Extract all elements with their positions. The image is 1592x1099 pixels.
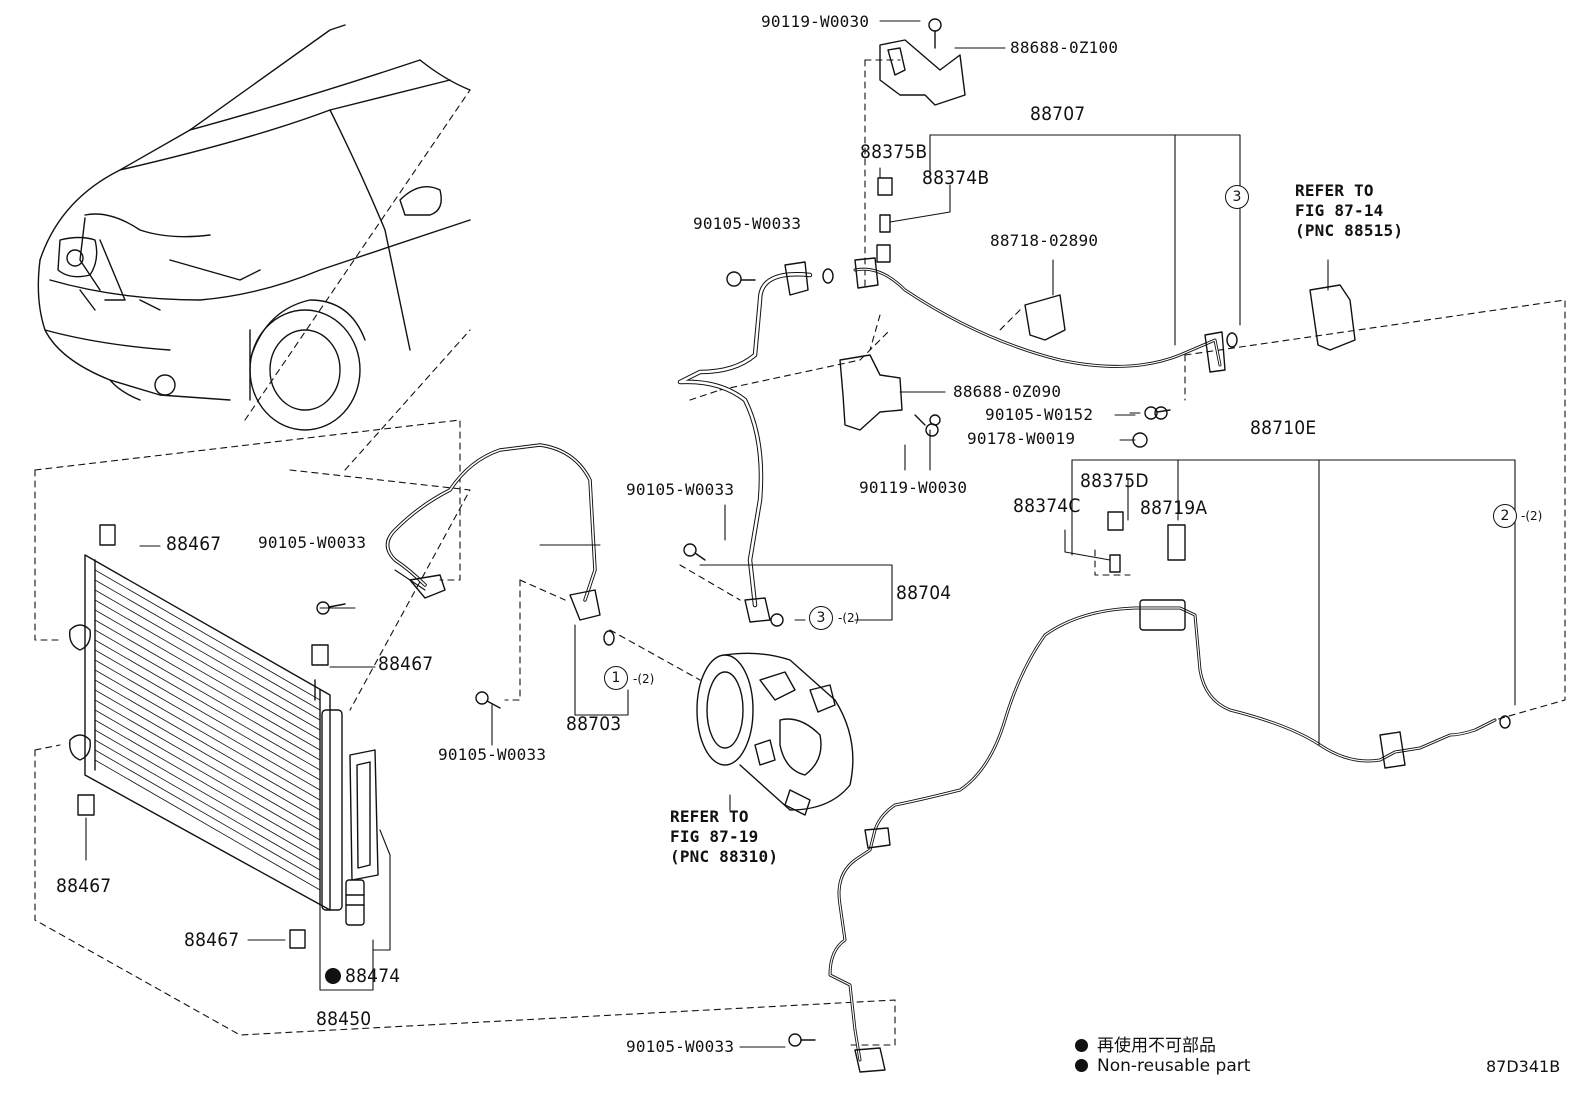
qty-ref-1-left: -(2) [633,672,655,686]
label-88467-b: 88467 [378,653,434,675]
leader-lines [85,20,1516,1048]
label-90105-w0033-e: 90105-W0033 [626,1037,735,1056]
circle-ref-2-right: 2 [1493,504,1517,528]
circle-ref-3-mid: 3 [809,606,833,630]
non-reusable-dot-icon [1075,1059,1088,1072]
legend-en-text: Non-reusable part [1097,1056,1251,1076]
leader-dashed-lines [34,59,1566,1046]
label-90105-w0033-b: 90105-W0033 [626,480,735,499]
label-88718-02890: 88718-02890 [990,231,1099,250]
label-88710e: 88710E [1250,417,1317,439]
expansion-valve [1309,284,1356,351]
label-88467-c: 88467 [56,875,112,897]
label-88474: 88474 [345,965,401,987]
pipe-88710e [828,606,1497,1062]
label-90105-w0033-d: 90105-W0033 [438,745,547,764]
qty-ref-2-right: -(2) [1521,509,1543,523]
hose-88703-inner [386,444,596,601]
compressor [696,652,854,816]
label-88374b: 88374B [922,167,990,189]
label-88707: 88707 [1030,103,1086,125]
label-88688-0z090: 88688-0Z090 [953,382,1062,401]
figure-code: 87D341B [1486,1057,1561,1076]
condenser [69,524,379,949]
refer-fig-87-19: REFER TO FIG 87-19 (PNC 88310) [670,807,779,866]
legend-cn-text: 再使用不可部品 [1097,1036,1216,1056]
label-88467-a: 88467 [166,533,222,555]
circle-ref-3-top: 3 [1225,185,1249,209]
bracket-88688-0z100 [879,39,966,106]
clamp-88718 [1024,294,1066,341]
label-90105-w0152: 90105-W0152 [985,405,1094,424]
label-88375d: 88375D [1080,470,1149,492]
non-reusable-dot-icon [1075,1039,1088,1052]
label-90105-w0033-c: 90105-W0033 [258,533,367,552]
label-88450: 88450 [316,1008,372,1030]
hose-88703 [385,443,597,602]
circle-ref-1-left: 1 [604,666,628,690]
legend-non-reusable-en: Non-reusable part [1075,1056,1250,1076]
label-88688-0z100: 88688-0Z100 [1010,38,1119,57]
refer-fig-87-14: REFER TO FIG 87-14 (PNC 88515) [1295,181,1404,240]
pipe-88707 [853,267,1222,368]
label-88374c: 88374C [1013,495,1081,517]
label-88375b: 88375B [860,141,928,163]
bracket-88688-0z090 [839,354,903,431]
legend-non-reusable-cn: 再使用不可部品 [1075,1031,1216,1056]
label-88703: 88703 [566,713,622,735]
car-illustration [37,24,471,431]
label-88719a: 88719A [1140,497,1208,519]
label-90119-w0030-top: 90119-W0030 [761,12,870,31]
label-90119-w0030-mid: 90119-W0030 [859,478,968,497]
label-90105-w0033-a: 90105-W0033 [693,214,802,233]
label-88467-d: 88467 [184,929,240,951]
label-90178-w0019: 90178-W0019 [967,429,1076,448]
label-88704: 88704 [896,582,952,604]
qty-ref-3-mid: -(2) [838,611,860,625]
